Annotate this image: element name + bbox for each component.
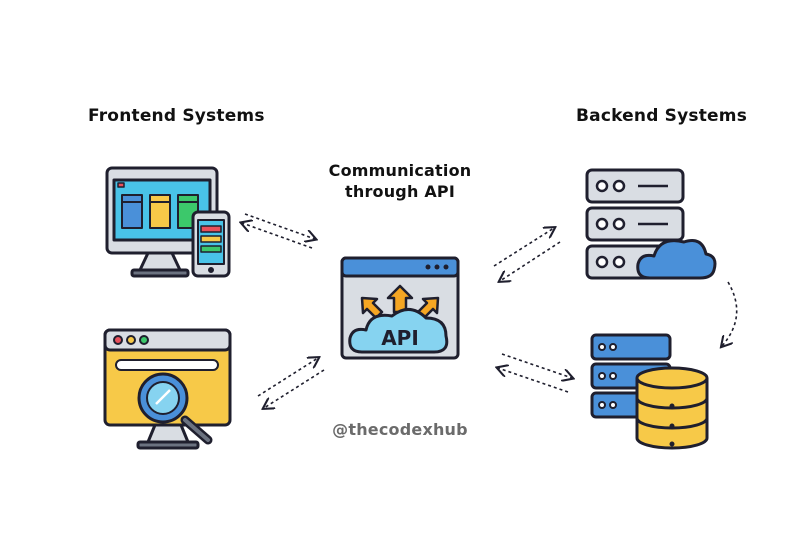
arrow-desktop-to-api: [244, 213, 315, 239]
arrow-api-to-desktop: [242, 223, 313, 249]
connector-arrows: [242, 213, 738, 408]
arrow-api-to-server: [493, 228, 554, 267]
desktop-mobile-icon: [105, 166, 231, 278]
arrow-server-to-api: [500, 241, 561, 281]
server-cloud-icon: [585, 168, 717, 280]
server-database-icon: [590, 333, 709, 450]
browser-search-icon: [103, 328, 232, 450]
frontend-systems-title: Frontend Systems: [88, 106, 265, 126]
arrow-api-to-browser: [264, 369, 325, 408]
arrow-api-to-database: [501, 353, 572, 378]
arrow-browser-to-api: [257, 358, 318, 397]
communication-title-line2: through API: [345, 182, 455, 201]
arrow-database-to-api: [498, 368, 569, 393]
arrow-server-to-database: [722, 281, 738, 346]
api-cloud-icon: [340, 256, 460, 360]
backend-systems-title: Backend Systems: [576, 106, 748, 126]
communication-title: Communication through API: [320, 160, 480, 202]
communication-title-line1: Communication: [328, 161, 472, 180]
author-handle: @thecodexhub: [332, 420, 468, 439]
api-label: API: [381, 326, 419, 350]
